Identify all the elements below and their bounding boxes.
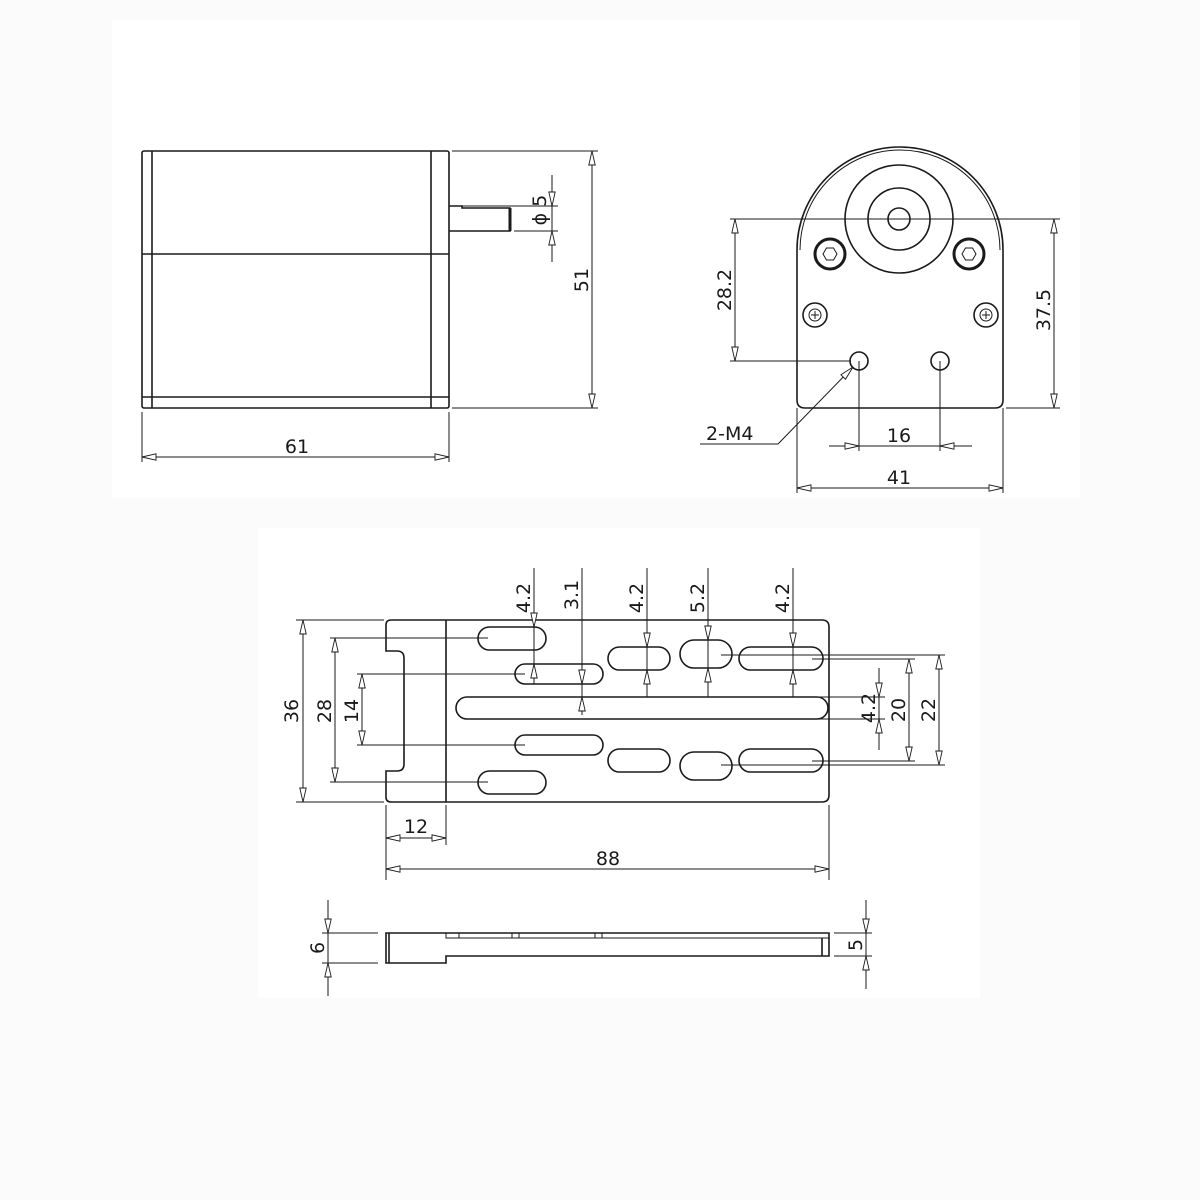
phillips-screw-icon (973, 302, 999, 328)
motor-side-view: 61 51 ϕ 5 (141, 150, 598, 462)
dim-spacing-20: 20 (888, 698, 910, 722)
dim-length-61: 61 (285, 436, 309, 458)
dim-width-36: 36 (281, 699, 303, 723)
dim-plate-thickness-5: 5 (845, 939, 867, 951)
dim-slot-width-1: 4.2 (513, 583, 535, 613)
dim-width-41: 41 (887, 467, 911, 489)
dim-slot-width-2: 3.1 (561, 580, 583, 610)
dim-slot-spacing-28: 28 (314, 699, 336, 723)
dim-height-51: 51 (571, 268, 593, 292)
dim-slot-width-5: 4.2 (772, 583, 794, 613)
dim-hole-spacing-16: 16 (887, 425, 911, 447)
dim-slot-width-4: 5.2 (687, 583, 709, 613)
dim-slot-width-3: 4.2 (626, 583, 648, 613)
dim-slot-spacing-14: 14 (341, 699, 363, 723)
dim-spacing-22: 22 (918, 698, 940, 722)
phillips-screw-icon (802, 302, 828, 328)
top-views-panel (112, 20, 1080, 498)
bracket-top-view: 36 28 14 12 88 4.2 3.1 (281, 568, 945, 880)
callout-2-m4: 2-M4 (706, 423, 753, 445)
hex-bolt-icon (813, 237, 847, 271)
dim-shaft-height-37-5: 37.5 (1033, 289, 1055, 331)
motor-front-view: 28.2 37.5 16 41 2-M4 (700, 146, 1060, 493)
bracket-side-view: 6 5 (307, 900, 872, 996)
bracket-views-panel (258, 528, 980, 998)
dim-length-88: 88 (596, 848, 620, 870)
dim-flange-thickness-6: 6 (307, 942, 329, 954)
hex-bolt-icon (952, 237, 986, 271)
dim-hole-height-28-2: 28.2 (714, 269, 736, 311)
dim-center-slot-width: 4.2 (858, 693, 880, 723)
dim-flange-12: 12 (404, 816, 428, 838)
dim-shaft-diameter: ϕ 5 (529, 195, 551, 226)
